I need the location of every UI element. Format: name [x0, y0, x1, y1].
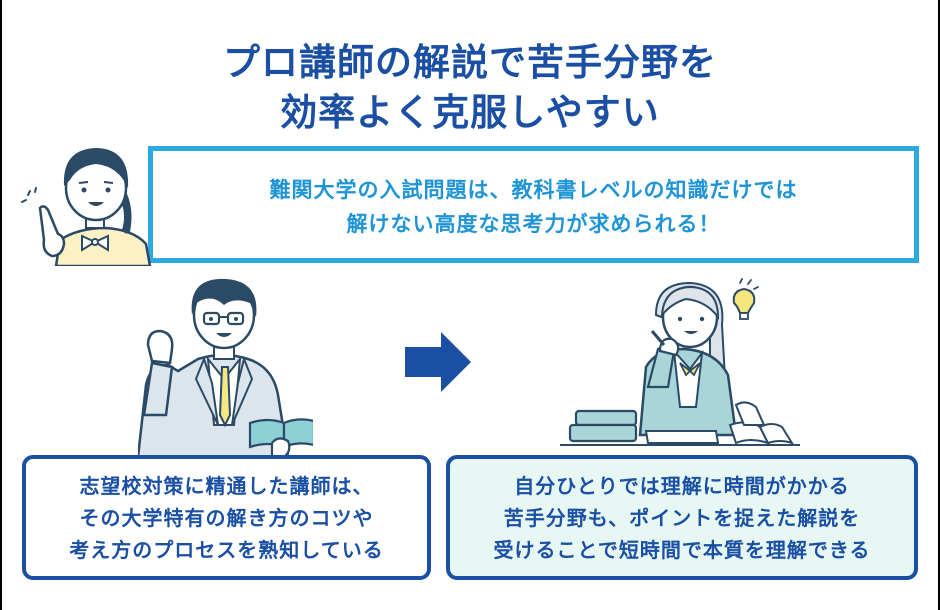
callout-box: 難関大学の入試問題は、教科書レベルの知識だけでは 解けない高度な思考力が求められ… [148, 146, 919, 263]
callout-line-1: 難関大学の入試問題は、教科書レベルの知識だけでは [269, 178, 798, 202]
student-benefit-text: 自分ひとりでは理解に時間がかかる 苦手分野も、ポイントを捉えた解説を 受けること… [494, 470, 871, 566]
box-1-line-3: 考え方のプロセスを熟知している [69, 537, 384, 562]
girl-pointing-illustration [18, 140, 153, 266]
teacher-description-text: 志望校対策に精通した講師は、 その大学特有の解き方のコツや 考え方のプロセスを熟… [69, 470, 383, 566]
title-line-1: プロ講師の解説で苦手分野を [223, 41, 717, 84]
left-frame-border [0, 0, 2, 610]
title-line-2: 効率よく克服しやすい [280, 91, 660, 134]
box-1-line-2: その大学特有の解き方のコツや [79, 505, 374, 530]
right-frame-border [938, 0, 940, 610]
callout-text: 難関大学の入試問題は、教科書レベルの知識だけでは 解けない高度な思考力が求められ… [153, 173, 914, 241]
teacher-description-box: 志望校対策に精通した講師は、 その大学特有の解き方のコツや 考え方のプロセスを熟… [22, 455, 431, 580]
box-2-line-3: 受けることで短時間で本質を理解できる [493, 537, 871, 562]
teacher-with-book-illustration [138, 275, 313, 457]
box-1-line-1: 志望校対策に精通した講師は、 [79, 473, 374, 498]
box-2-line-2: 苦手分野も、ポイントを捉えた解説を [503, 505, 861, 530]
box-2-line-1: 自分ひとりでは理解に時間がかかる [514, 473, 850, 498]
right-arrow-icon [405, 332, 471, 392]
student-studying-with-lightbulb-illustration [560, 275, 800, 455]
student-benefit-box: 自分ひとりでは理解に時間がかかる 苦手分野も、ポイントを捉えた解説を 受けること… [446, 455, 918, 580]
page-title: プロ講師の解説で苦手分野を 効率よく克服しやすい [0, 38, 940, 138]
lightbulb-icon [732, 278, 759, 320]
callout-line-2: 解けない高度な思考力が求められる！ [346, 212, 721, 236]
